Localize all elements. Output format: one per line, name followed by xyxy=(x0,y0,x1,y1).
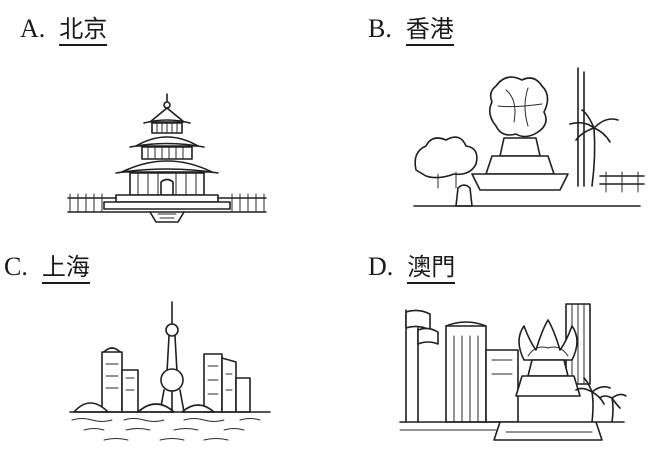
option-city: 澳門 xyxy=(407,253,456,284)
option-city: 香港 xyxy=(405,15,454,46)
option-b[interactable]: B. 香港 xyxy=(330,0,660,232)
option-d-label: D. 澳門 xyxy=(368,252,456,284)
temple-of-heaven-icon xyxy=(67,93,267,223)
option-letter: B. xyxy=(368,14,392,43)
golden-bauhinia-icon xyxy=(413,67,645,207)
option-letter: D. xyxy=(368,252,394,281)
oriental-pearl-tower-icon xyxy=(69,301,271,441)
option-letter: C. xyxy=(4,252,28,281)
option-letter: A. xyxy=(20,14,46,43)
option-a[interactable]: A. 北京 xyxy=(0,0,330,232)
option-a-label: A. 北京 xyxy=(20,14,108,46)
macau-lotus-icon xyxy=(399,303,627,441)
option-d[interactable]: D. 澳門 xyxy=(330,232,660,464)
option-c[interactable]: C. 上海 xyxy=(0,232,330,464)
option-city: 北京 xyxy=(59,15,108,46)
option-city: 上海 xyxy=(41,253,90,284)
option-c-label: C. 上海 xyxy=(4,252,90,284)
option-b-label: B. 香港 xyxy=(368,14,454,46)
